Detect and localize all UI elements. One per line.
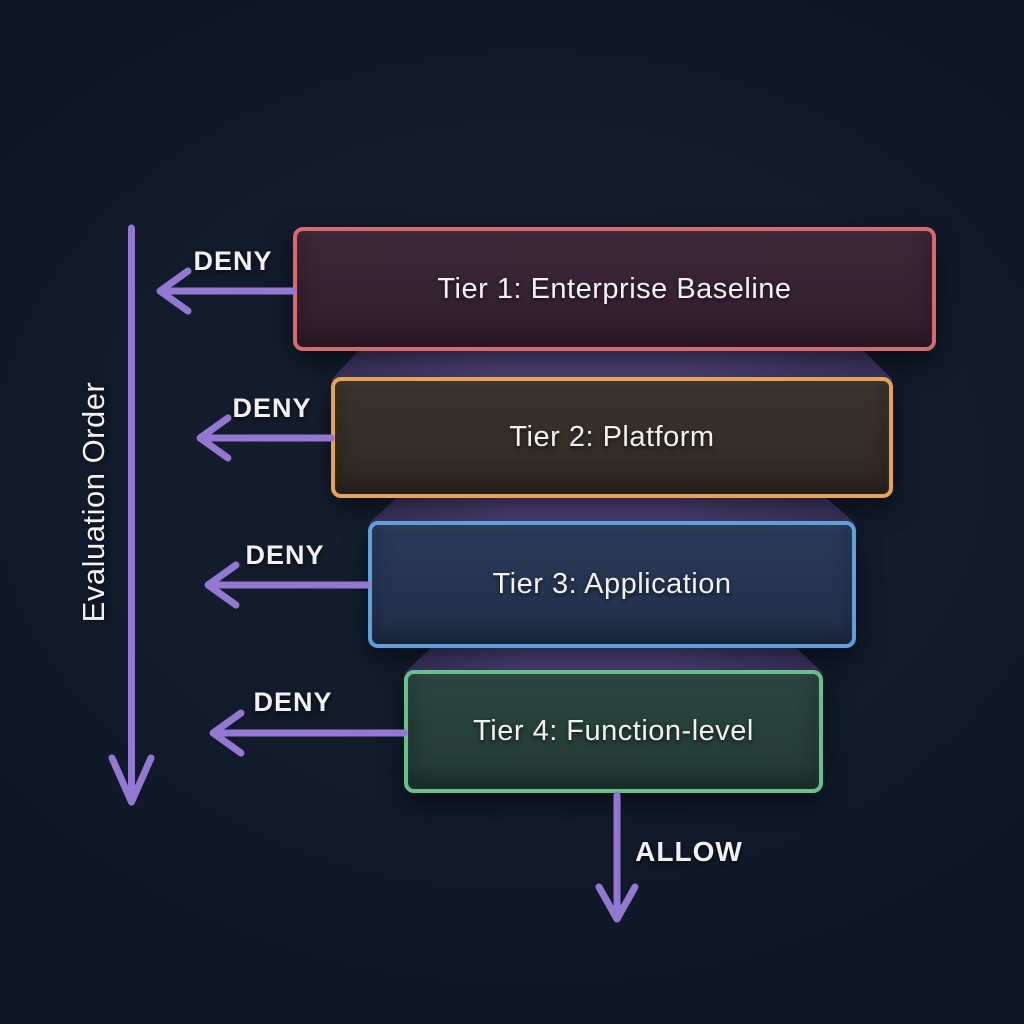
tier-1-box: Tier 1: Enterprise Baseline [293,227,936,351]
tier-1-label: Tier 1: Enterprise Baseline [437,272,792,305]
allow-label: ALLOW [635,836,743,867]
deny-label-tier3: DENY [245,540,325,570]
deny-arrow-tier3-icon [204,561,372,609]
evaluation-order-label: Evaluation Order [76,381,111,623]
deny-label-tier4: DENY [253,687,333,717]
connector-tier3-tier4 [404,645,823,673]
deny-arrow-tier4-icon [209,709,408,757]
tier-2-label: Tier 2: Platform [509,421,715,453]
tier-4-box: Tier 4: Function-level [404,670,823,793]
tier-3-box: Tier 3: Application [368,521,856,648]
allow-arrow-down-icon [595,791,639,923]
deny-arrow-tier2-icon [196,414,335,462]
deny-arrow-tier1-icon [156,267,297,315]
tier-2-box: Tier 2: Platform [331,377,893,498]
connector-tier2-tier3 [368,496,856,524]
tier-3-label: Tier 3: Application [492,568,732,600]
evaluation-order-arrow-down-icon [108,224,155,806]
deny-label-tier1: DENY [193,246,273,276]
deny-label-tier2: DENY [232,393,312,423]
connector-tier1-tier2 [331,350,893,380]
tier-4-label: Tier 4: Function-level [473,715,754,747]
